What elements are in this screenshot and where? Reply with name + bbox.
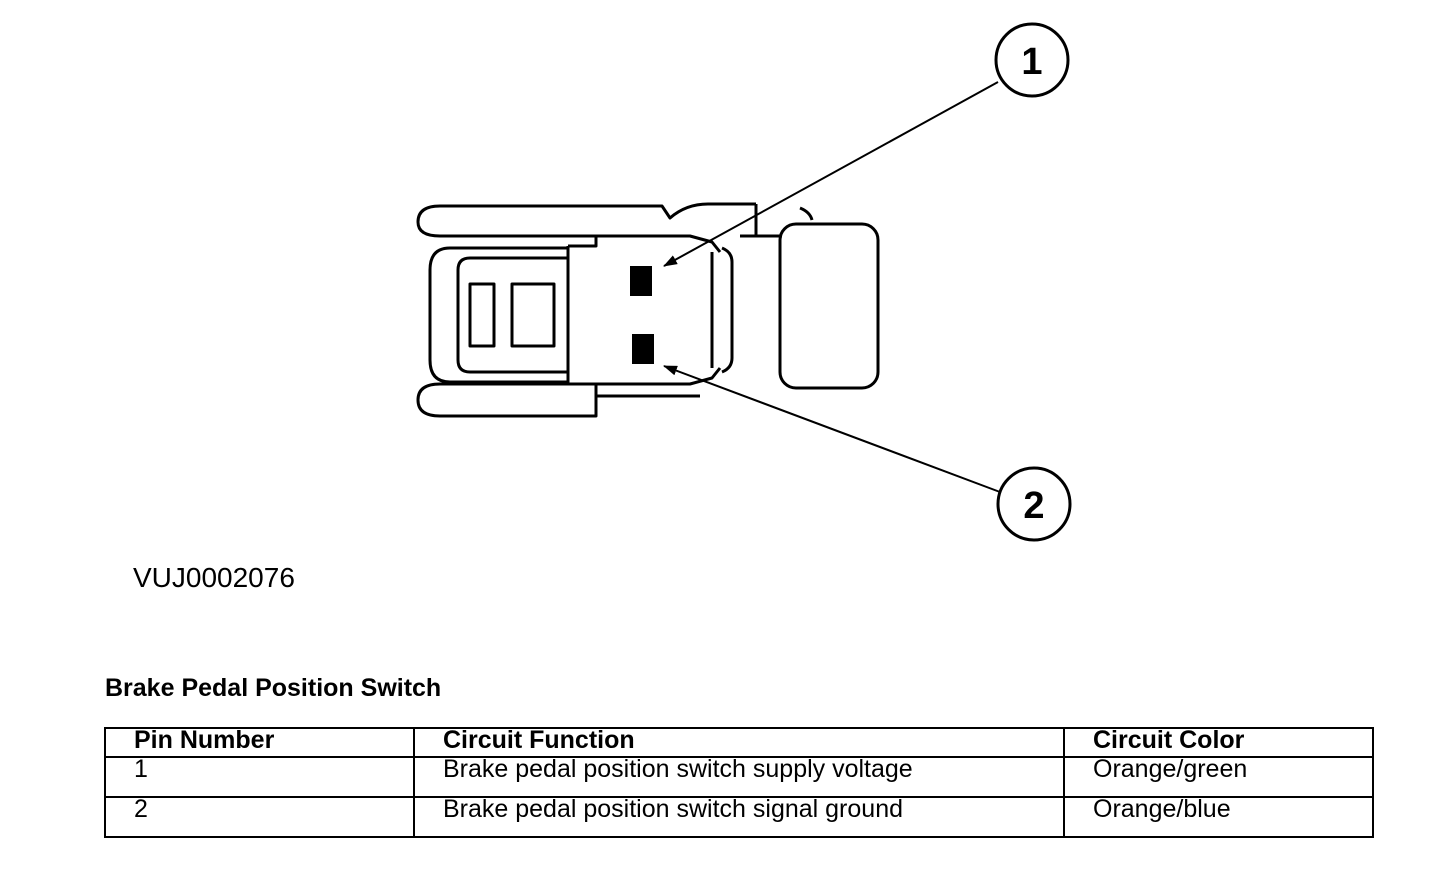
- leader-arrow-2: [663, 365, 1001, 493]
- figure-id: VUJ0002076: [133, 562, 295, 593]
- header-pin-number: Pin Number: [104, 727, 415, 758]
- callout-2-label: 2: [1023, 485, 1044, 527]
- cell-circuit-function: Brake pedal position switch signal groun…: [413, 796, 1065, 838]
- cell-pin-number: 1: [104, 756, 415, 798]
- callout-1-label: 1: [1021, 41, 1042, 83]
- header-circuit-function: Circuit Function: [413, 727, 1065, 758]
- cell-circuit-color: Orange/blue: [1063, 796, 1374, 838]
- pin-table: Pin Number Circuit Function Circuit Colo…: [104, 727, 1374, 838]
- cell-pin-number: 2: [104, 796, 415, 838]
- connector-diagram: 1 2: [416, 22, 1072, 542]
- table-header-row: Pin Number Circuit Function Circuit Colo…: [104, 727, 1374, 758]
- connector-body: [416, 202, 880, 418]
- table-row: 1 Brake pedal position switch supply vol…: [104, 756, 1374, 798]
- header-circuit-color: Circuit Color: [1063, 727, 1374, 758]
- cell-circuit-function: Brake pedal position switch supply volta…: [413, 756, 1065, 798]
- terminal-pin-1: [630, 266, 652, 296]
- callout-1: 1: [994, 22, 1070, 98]
- terminal-pin-2: [632, 334, 654, 364]
- cell-circuit-color: Orange/green: [1063, 756, 1374, 798]
- leader-arrow-1: [663, 81, 999, 267]
- table-row: 2 Brake pedal position switch signal gro…: [104, 796, 1374, 838]
- section-title: Brake Pedal Position Switch: [105, 674, 442, 702]
- callout-2: 2: [996, 466, 1072, 542]
